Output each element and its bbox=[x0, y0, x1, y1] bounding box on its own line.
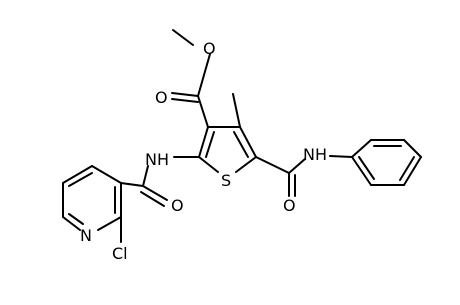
bond-ph-1-2 bbox=[351, 139, 372, 158]
bond-ph-4-5-2 bbox=[399, 156, 415, 181]
bond-ring-c4-c5-1 bbox=[239, 126, 257, 158]
bond-ester-c-carbonyl-o-1 bbox=[171, 92, 199, 97]
bond-nh-amide-c bbox=[142, 165, 149, 187]
atom-label-amide-o-left: O bbox=[171, 196, 184, 215]
bond-nh-phenyl bbox=[329, 155, 353, 158]
bond-methyl-methoxy-o bbox=[172, 29, 194, 46]
atom-label-ester-o-carbonyl: O bbox=[155, 88, 168, 107]
bond-amide-c-pyridine-c3 bbox=[120, 182, 144, 187]
bond-ester-c-carbonyl-o-2 bbox=[171, 98, 199, 103]
bond-ring-c4-c5-2 bbox=[233, 131, 249, 158]
bond-ring-c5-s bbox=[235, 156, 257, 173]
bond-ph-4-5-1 bbox=[403, 156, 422, 186]
bond-ph-6-1-1 bbox=[351, 156, 372, 186]
bond-amide-c-o-2 bbox=[140, 191, 165, 207]
bond-ring-c2-s bbox=[198, 156, 219, 173]
atom-label-chlorine: Cl bbox=[112, 244, 128, 263]
bond-methoxy-o-ester-c bbox=[197, 53, 211, 97]
bond-pyr-c3-c4 bbox=[91, 165, 122, 184]
atom-label-ring-sulfur: S bbox=[221, 171, 231, 190]
bond-ring-c3-c2-1 bbox=[198, 126, 209, 158]
bond-amide-c-o-1 bbox=[142, 185, 168, 201]
atom-label-amide-nh-left: NH bbox=[145, 150, 169, 169]
bond-pyr-c6-n-1 bbox=[62, 216, 81, 231]
atom-label-amide-nh-right: NH bbox=[303, 145, 327, 164]
atom-label-amide-o-right: O bbox=[283, 196, 296, 215]
bond-pyr-c6-n-2 bbox=[68, 213, 84, 225]
bond-ring-c5-amide-c bbox=[255, 156, 290, 174]
atom-label-pyridine-n: N bbox=[80, 226, 92, 245]
bond-ph-3-4 bbox=[403, 139, 422, 158]
bond-ring-c3-c2-2 bbox=[205, 131, 215, 158]
bond-pyr-c4-c5-2 bbox=[68, 172, 93, 187]
bond-ring-c4-methyl bbox=[232, 93, 241, 128]
bond-pyr-c4-c5-1 bbox=[62, 165, 93, 184]
bond-ph-6-1-2 bbox=[358, 156, 375, 180]
bond-amide-c-nh-right bbox=[288, 158, 306, 174]
bond-pyr-n-c2 bbox=[97, 216, 122, 231]
atom-label-ester-o-methoxy: O bbox=[203, 39, 216, 58]
bond-ester-c-ring-c3 bbox=[197, 95, 209, 128]
